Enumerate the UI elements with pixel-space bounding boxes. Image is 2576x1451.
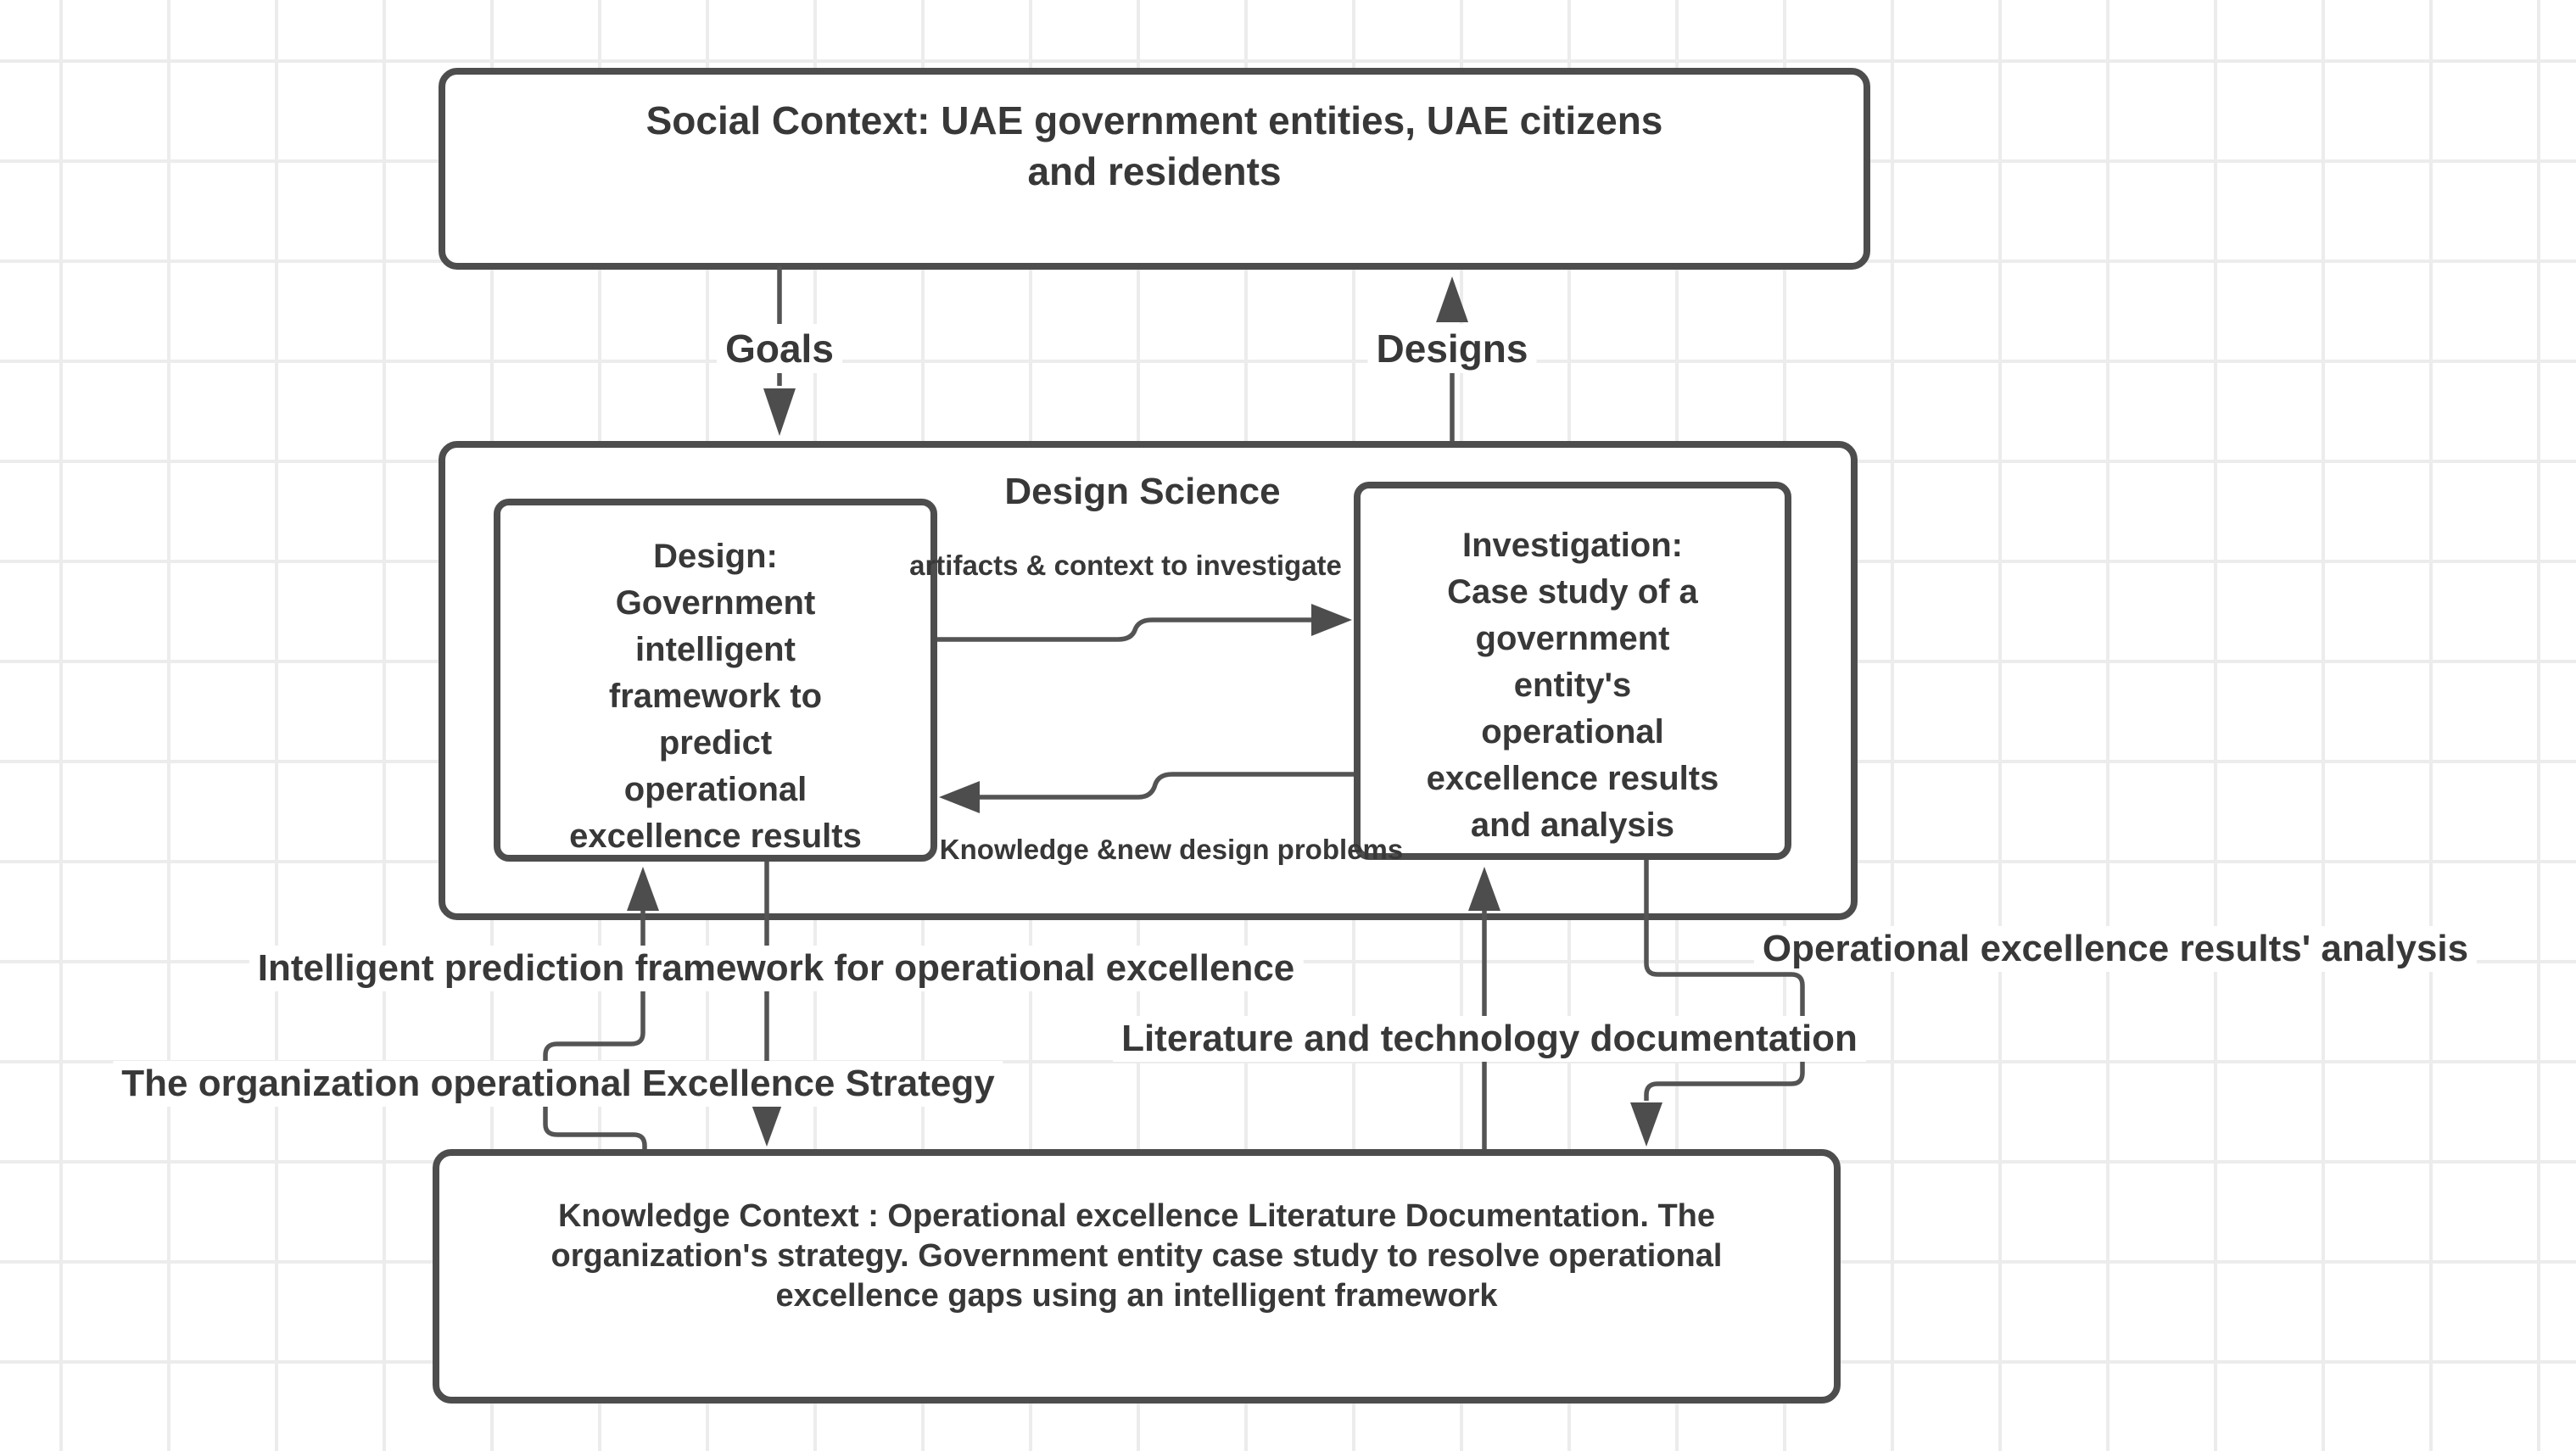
design-node-text: Design: Government intelligent framework… [569, 538, 862, 855]
investigation-node: Investigation: Case study of a governmen… [1354, 482, 1791, 860]
social-context-text: Social Context: UAE government entities,… [645, 98, 1663, 193]
analysis-label: Operational excellence results' analysis [1753, 926, 2478, 972]
literature-label: Literature and technology documentation [1113, 1016, 1866, 1062]
designs-label: Designs [1367, 324, 1537, 373]
artifacts-edge-label: artifacts & context to investigate [909, 550, 1342, 581]
knowledge-edge-label: Knowledge &new design problems [939, 834, 1404, 865]
knowledge-context-node: Knowledge Context : Operational excellen… [433, 1149, 1841, 1404]
design-node: Design: Government intelligent framework… [494, 499, 937, 862]
prediction-arrowhead [751, 1102, 783, 1147]
goals-label: Goals [717, 324, 842, 373]
goals-arrowhead [763, 388, 796, 436]
knowledge-context-text: Knowledge Context : Operational excellen… [550, 1198, 1723, 1314]
strategy-label: The organization operational Excellence … [113, 1061, 1003, 1107]
prediction-label: Intelligent prediction framework for ope… [249, 946, 1304, 991]
analysis-arrowhead [1630, 1102, 1662, 1147]
social-context-node: Social Context: UAE government entities,… [439, 68, 1870, 270]
investigation-node-text: Investigation: Case study of a governmen… [1426, 527, 1719, 844]
designs-arrowhead [1436, 276, 1468, 322]
design-science-title: Design Science [1004, 471, 1281, 512]
